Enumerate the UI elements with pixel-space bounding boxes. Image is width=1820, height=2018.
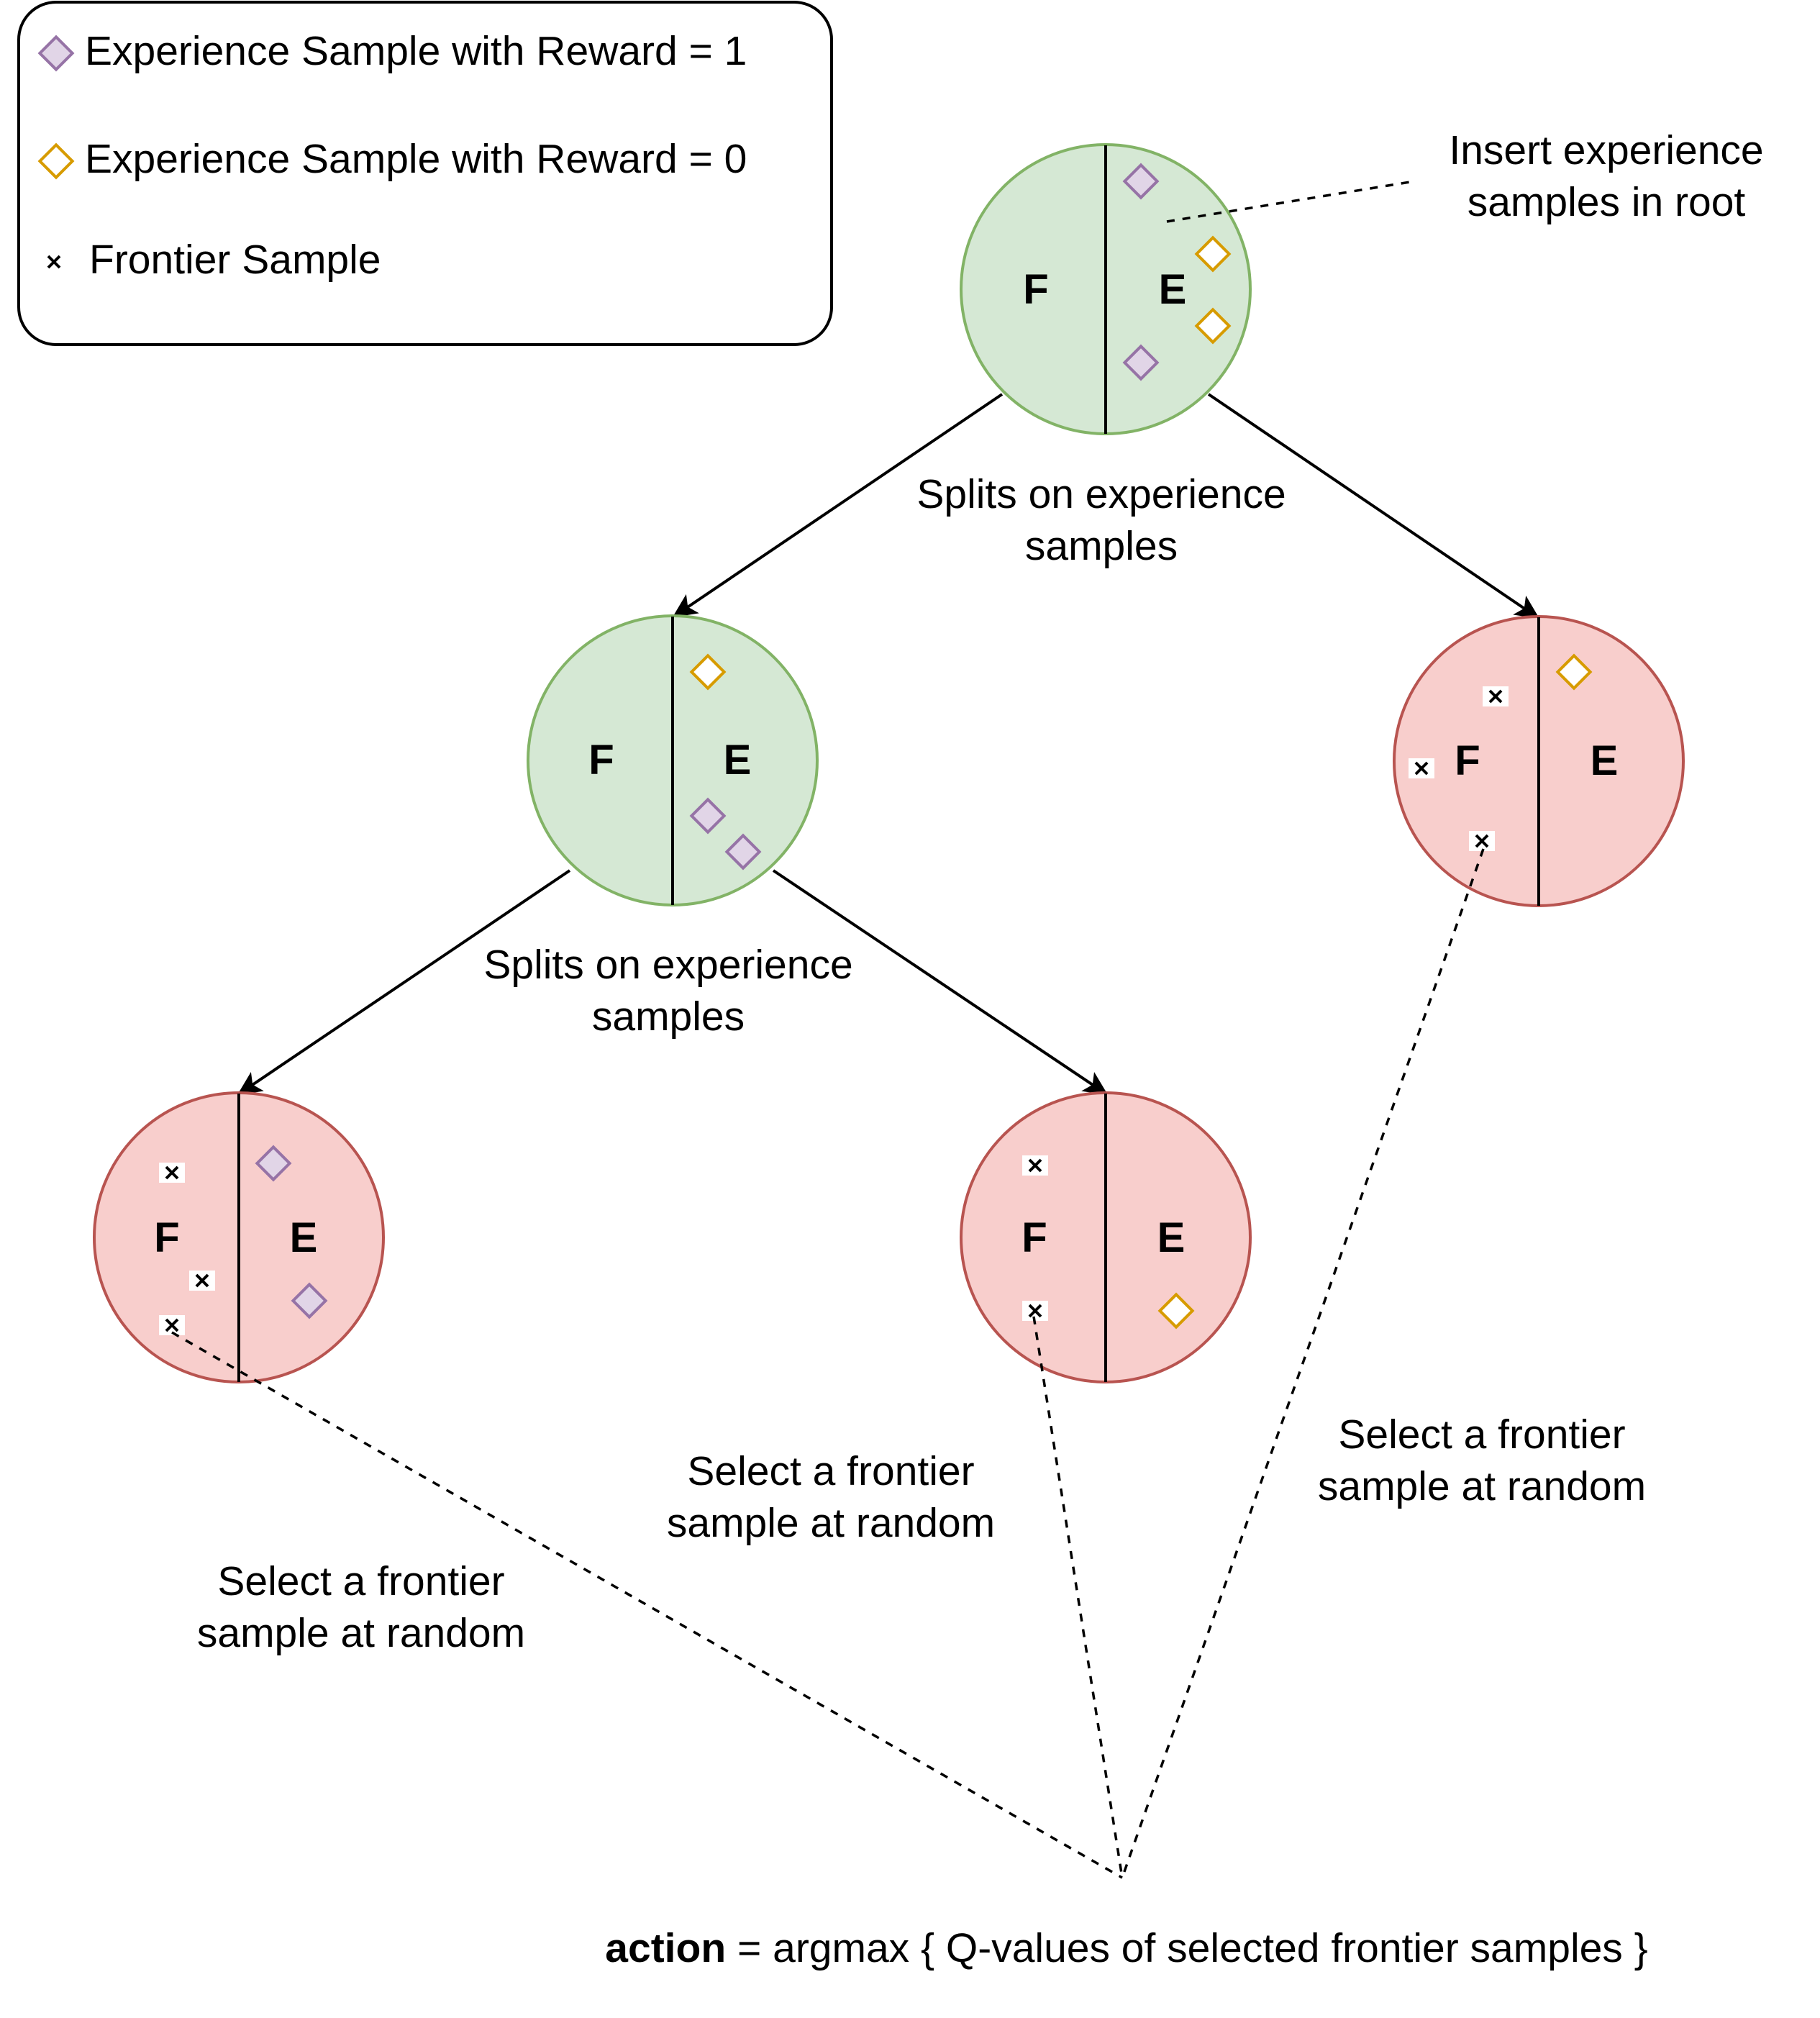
node-mid-left-experience-label: E [724, 737, 752, 783]
annotation-split-top: Splits on experience samples [916, 471, 1286, 569]
annotation-split-top-line-1: Splits on experience [916, 471, 1286, 517]
legend-item-reward-one: Experience Sample with Reward = 1 [85, 28, 747, 74]
diamond-orange-icon [1194, 235, 1232, 273]
diamond-purple-icon [724, 833, 762, 871]
node-mid-right: F E [1393, 615, 1685, 907]
node-leaf-mid: F E [960, 1091, 1252, 1383]
node-leaf-mid-frontier-label: F [1022, 1214, 1047, 1261]
node-root-frontier-label: F [1023, 266, 1048, 313]
annotation-select-mid-line-1: Select a frontier [687, 1448, 974, 1494]
x-mark-icon [1409, 758, 1434, 778]
diamond-purple-icon [689, 797, 727, 835]
x-mark-icon [47, 255, 61, 269]
node-leaf-left-frontier-label: F [154, 1214, 179, 1261]
action-formula: action = argmax { Q-values of selected f… [605, 1925, 1647, 1971]
node-mid-left: F E [527, 614, 819, 906]
annotation-select-right-line-2: sample at random [1318, 1463, 1646, 1509]
x-mark-icon [1469, 831, 1495, 851]
dashed-select-mid [1032, 1316, 1124, 1878]
x-mark-icon [1022, 1301, 1048, 1321]
action-formula-rest: = argmax { Q-values of selected frontier… [726, 1925, 1648, 1971]
edge-mid-left-to-leaf-mid [772, 869, 1109, 1096]
dashed-insert-pointer [1166, 180, 1415, 223]
node-root-experience-label: E [1159, 266, 1187, 313]
node-leaf-left-experience-label: E [290, 1214, 318, 1261]
dashed-select-left [171, 1331, 1123, 1879]
node-mid-left-frontier-label: F [588, 737, 614, 783]
diamond-orange-icon [1157, 1292, 1195, 1330]
annotation-insert: Insert experience samples in root [1449, 127, 1763, 225]
node-mid-right-experience-label: E [1591, 737, 1619, 784]
annotation-select-right: Select a frontier sample at random [1318, 1412, 1646, 1509]
annotation-split-top-line-2: samples [1025, 523, 1178, 569]
action-formula-bold: action [605, 1925, 726, 1971]
annotation-select-left-line-1: Select a frontier [217, 1558, 504, 1604]
legend-item-frontier: Frontier Sample [89, 237, 381, 283]
diamond-orange-icon [1194, 307, 1232, 345]
annotation-select-mid: Select a frontier sample at random [667, 1448, 995, 1546]
diamond-purple-icon [1122, 163, 1160, 200]
node-leaf-left: F E [93, 1091, 385, 1383]
diamond-purple-icon [255, 1145, 292, 1182]
annotation-split-mid-line-1: Splits on experience [483, 942, 852, 988]
edge-root-to-mid-left [672, 393, 1004, 618]
node-leaf-mid-experience-label: E [1157, 1214, 1186, 1261]
dashed-select-right [1121, 848, 1485, 1878]
tree-edges [237, 393, 1540, 1096]
annotation-split-mid-line-2: samples [592, 994, 745, 1040]
annotation-select-left-line-2: sample at random [197, 1610, 525, 1656]
legend-item-reward-zero: Experience Sample with Reward = 0 [85, 136, 747, 182]
annotation-select-mid-line-2: sample at random [667, 1500, 995, 1546]
diamond-purple-icon [37, 35, 75, 72]
diamond-orange-icon [689, 653, 727, 691]
edge-mid-left-to-leaf-left [237, 869, 571, 1096]
dashed-connectors [171, 180, 1485, 1879]
x-mark-icon [1022, 1155, 1048, 1176]
annotation-insert-line-1: Insert experience [1449, 127, 1763, 173]
x-mark-icon [1483, 686, 1509, 706]
x-mark-icon [159, 1315, 185, 1335]
x-mark-icon [159, 1163, 185, 1183]
x-mark-icon [189, 1271, 215, 1291]
annotation-insert-line-2: samples in root [1468, 179, 1746, 225]
annotation-select-left: Select a frontier sample at random [197, 1558, 525, 1656]
diamond-orange-icon [37, 142, 75, 180]
diamond-purple-icon [1122, 344, 1160, 381]
node-mid-right-frontier-label: F [1455, 737, 1480, 784]
legend-box [17, 1, 833, 346]
legend: Experience Sample with Reward = 1 Experi… [17, 1, 833, 346]
annotation-split-mid: Splits on experience samples [483, 942, 852, 1040]
annotation-select-right-line-1: Select a frontier [1338, 1412, 1625, 1458]
diamond-orange-icon [1555, 653, 1593, 691]
diamond-purple-icon [291, 1282, 328, 1319]
edge-root-to-mid-right [1207, 393, 1540, 619]
node-root: F E [960, 143, 1252, 435]
